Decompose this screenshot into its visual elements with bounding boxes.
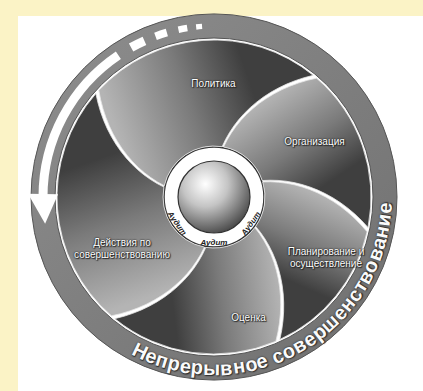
center-sphere	[178, 161, 250, 233]
motion-dash	[196, 24, 202, 30]
audit-text: Аудит	[201, 238, 228, 247]
arrow-head	[28, 194, 58, 224]
motion-dash	[156, 33, 167, 37]
cycle-segment: Политика	[189, 76, 238, 92]
segment-label: Планирование и осуществление	[286, 246, 366, 269]
white-panel	[18, 16, 423, 391]
cycle-segment: Действия по совершенствованию	[67, 235, 177, 262]
motion-dash	[131, 41, 144, 48]
cycle-segment: Планирование и осуществление	[284, 244, 368, 271]
ring-band-shape	[31, 14, 397, 380]
ring-letter: р	[190, 357, 204, 378]
segment-label: Политика	[191, 78, 236, 90]
segment-label: Организация	[284, 136, 345, 148]
cycle-segment: Оценка	[229, 310, 268, 326]
audit-ring	[164, 147, 264, 247]
audit-label: Аудит	[201, 231, 228, 249]
segment-label: Действия по совершенствованию	[69, 237, 175, 260]
motion-dash	[178, 28, 187, 30]
ring-letter: ы	[203, 358, 220, 378]
audit-label: Аудит	[234, 205, 264, 237]
cycle-arrow	[43, 55, 118, 197]
ring-letter: и	[373, 212, 394, 227]
ring-letter: е	[374, 202, 395, 214]
segment-label: Оценка	[231, 312, 266, 324]
cycle-segment: Организация	[282, 134, 347, 150]
